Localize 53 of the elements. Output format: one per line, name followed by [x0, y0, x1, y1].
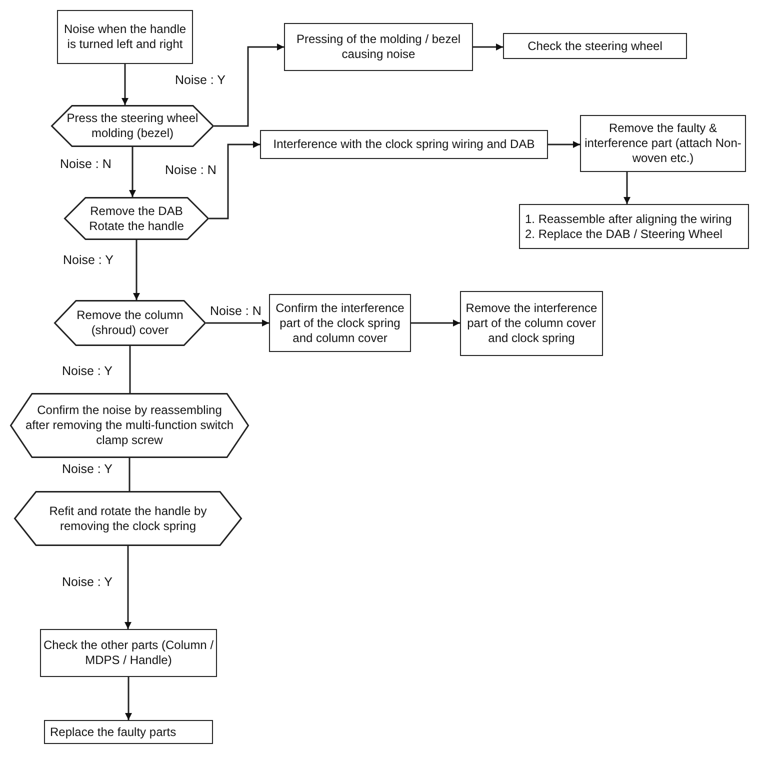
edge-label: Noise : Y	[63, 253, 114, 267]
step-text: Noise when the handle is turned left and right	[62, 22, 188, 52]
decision-hexagon	[64, 197, 209, 240]
process-box	[284, 23, 473, 71]
step-text: 1. Reassemble after aligning the wiring	[525, 212, 732, 226]
arrow	[473, 44, 503, 50]
edge-label: Noise : Y	[62, 364, 112, 378]
arrow	[214, 44, 284, 127]
step-text: 2. Replace the DAB / Steering Wheel	[525, 226, 722, 242]
process-box	[44, 720, 213, 744]
step-text: Replace the faulty parts	[50, 724, 176, 740]
decision-hexagon	[54, 300, 206, 346]
arrow	[548, 141, 580, 148]
process-box	[460, 291, 603, 356]
arrow	[129, 147, 136, 197]
arrow	[206, 320, 269, 326]
process-box	[580, 115, 746, 172]
step-text: Refit and rotate the handle by removing the clock spring	[48, 504, 208, 534]
process-box	[260, 130, 548, 159]
arrow	[125, 677, 132, 720]
step-text: Remove the faulty & interference part (attach Non-woven etc.)	[584, 121, 742, 166]
step-text: Press the steering wheel molding (bezel)	[66, 111, 200, 141]
arrow	[124, 546, 132, 629]
decision-hexagon	[10, 393, 249, 458]
edge-label: Noise : Y	[62, 462, 112, 476]
process-box	[503, 33, 687, 59]
edge-label: Noise : Y	[175, 73, 226, 87]
step-text: Remove the interference part of the column cover and clock spring	[464, 301, 598, 346]
step-text: Confirm the interference part of the clock spring and column cover	[274, 300, 406, 346]
step-text: Pressing of the molding / bezel causing noise	[295, 32, 462, 62]
edge-label: Noise : N	[210, 304, 262, 318]
step-text: Interference with the clock spring wiring and DAB	[273, 137, 535, 152]
step-text: Check the steering wheel	[528, 38, 662, 54]
process-box	[519, 204, 749, 249]
arrow	[133, 240, 140, 300]
arrow	[624, 172, 630, 204]
step-text: Check the other parts (Column / MDPS / Handle)	[42, 638, 215, 668]
arrow	[122, 64, 128, 105]
decision-hexagon	[51, 105, 214, 147]
process-box	[40, 629, 217, 677]
step-text: Remove the DAB Rotate the handle	[88, 204, 185, 234]
process-box	[269, 294, 411, 352]
edge-label: Noise : Y	[62, 575, 112, 589]
arrow	[209, 141, 260, 220]
edge-label: Noise : N	[60, 157, 112, 171]
edge-label: Noise : N	[165, 163, 216, 177]
arrow	[411, 320, 460, 326]
step-text: Remove the column (shroud) cover	[76, 308, 184, 338]
step-text: Confirm the noise by reassembling after removing the multi-function switch clamp screw	[25, 403, 234, 448]
process-box	[57, 10, 193, 64]
decision-hexagon	[14, 491, 242, 546]
connector-line	[129, 346, 131, 393]
connector-line	[128, 458, 130, 491]
